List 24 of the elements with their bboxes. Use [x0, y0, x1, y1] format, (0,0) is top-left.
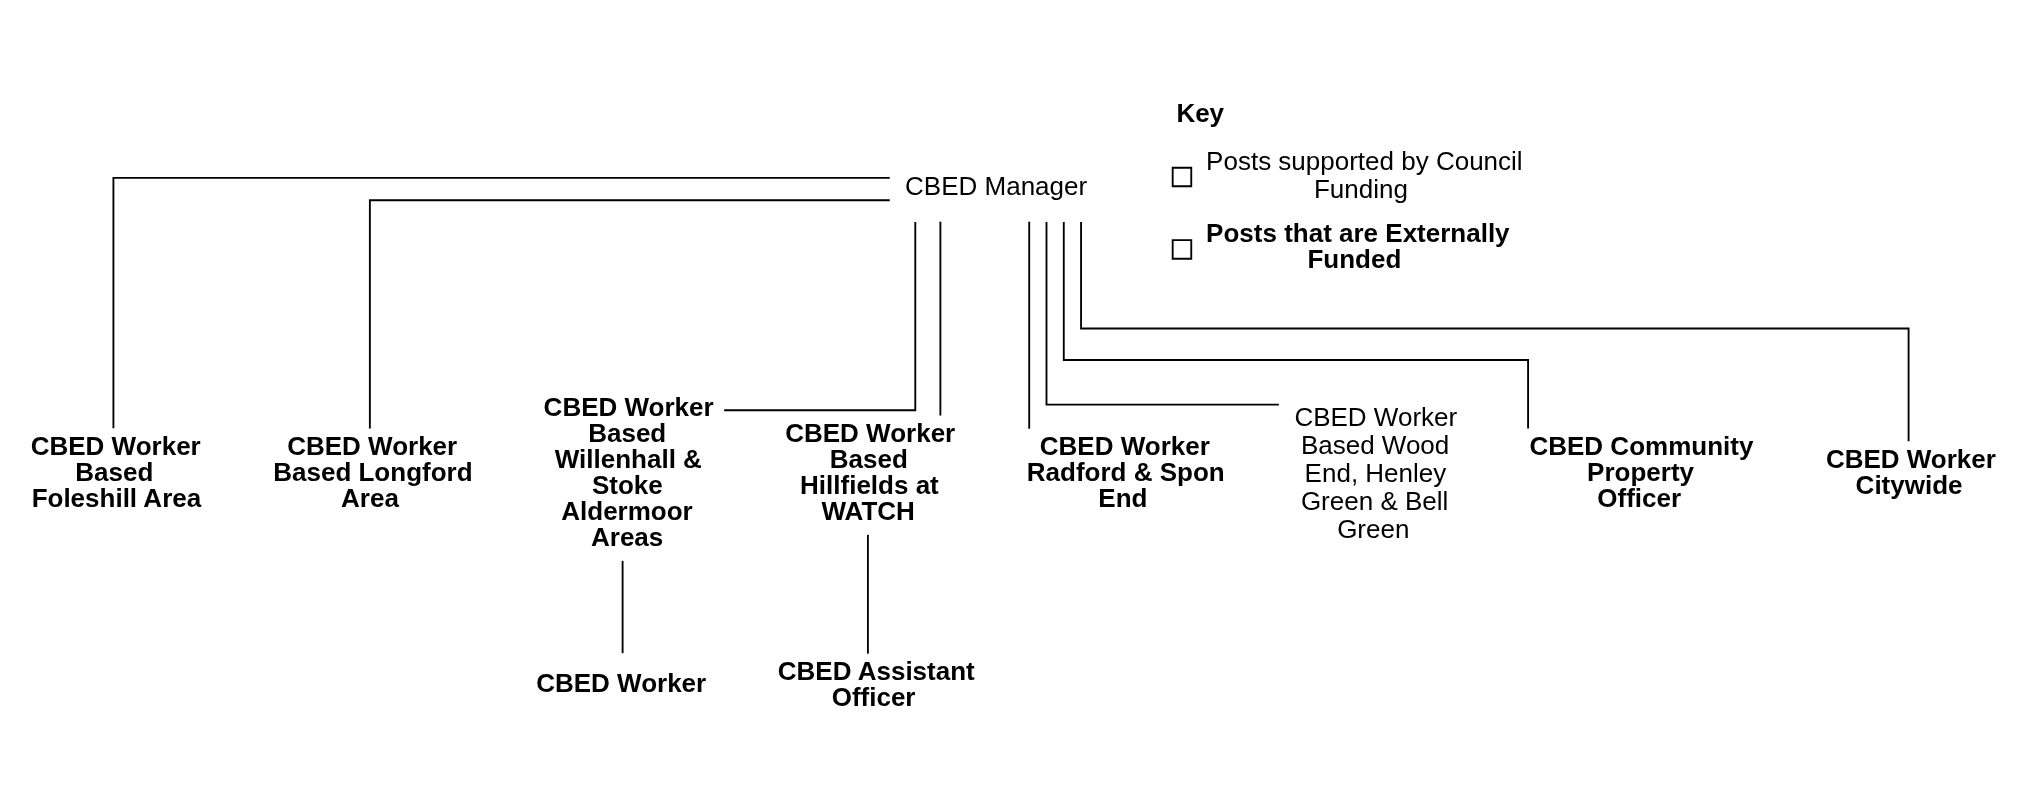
connector	[1080, 221, 1910, 443]
connector	[1062, 221, 1529, 430]
node-text: CBED Worker Based Wood End, Henley Green & Bell Green	[1294, 402, 1458, 544]
legend-label: Posts that are Externally Funded	[1206, 218, 1510, 275]
node-text: CBED Manager	[905, 171, 1088, 202]
connector	[939, 220, 942, 417]
connector	[368, 199, 891, 430]
connector	[112, 177, 891, 430]
node-text: CBED Worker Based Willenhall & Stoke Aldermoor Areas	[543, 392, 714, 553]
node-text: CBED Worker Radford & Spon End	[1026, 431, 1225, 514]
connector	[621, 559, 624, 655]
node-text: CBED Assistant Officer	[777, 656, 975, 713]
connector	[867, 533, 869, 655]
node-text: CBED Worker Based Longford Area	[273, 431, 473, 514]
connector	[1045, 221, 1280, 406]
node-text: CBED Community Property Officer	[1529, 431, 1754, 514]
legend-label: Posts supported by Council Funding	[1206, 145, 1523, 204]
label: Key	[1176, 97, 1225, 128]
node-text: CBED Worker Based Foleshill Area	[30, 431, 202, 514]
node-text: CBED Worker Based Hillfields at WATCH	[785, 418, 956, 527]
node-text: CBED Worker Citywide	[1825, 444, 1996, 501]
node-text: CBED Worker	[536, 668, 707, 699]
connector	[723, 220, 917, 412]
connector	[1028, 220, 1031, 430]
